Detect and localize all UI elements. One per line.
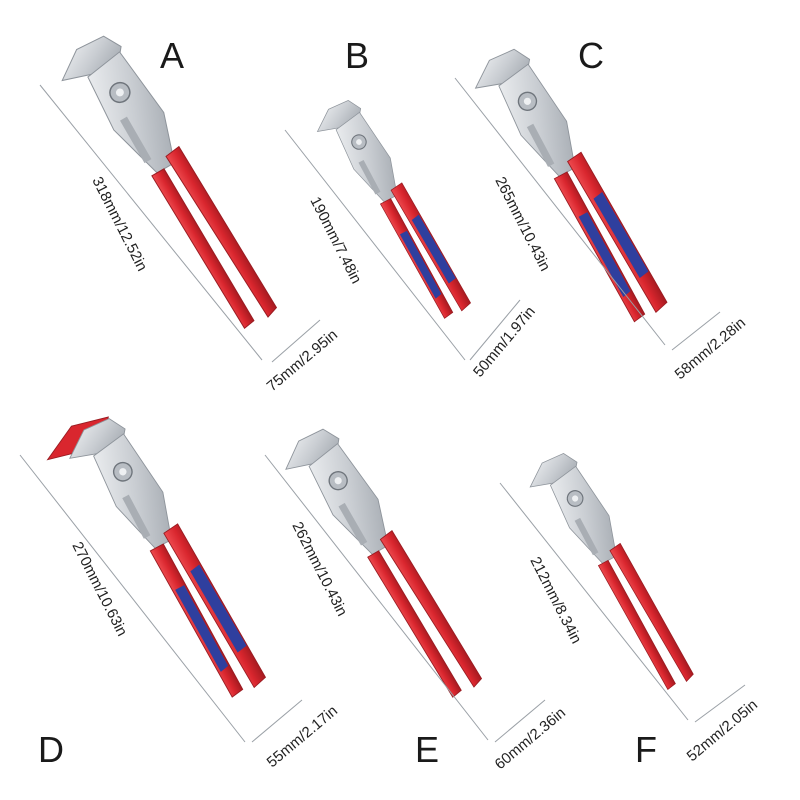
label-c: C bbox=[578, 35, 604, 76]
length-line-d bbox=[19, 454, 246, 743]
label-b: B bbox=[345, 35, 370, 76]
length-label-c: 265mm/10.43in bbox=[491, 174, 553, 274]
label-a: A bbox=[160, 35, 185, 76]
width-line-b bbox=[469, 299, 521, 361]
length-label-a: 318mm/12.52in bbox=[88, 174, 150, 274]
length-line-a bbox=[39, 84, 263, 361]
label-e: E bbox=[415, 729, 440, 770]
length-label-d: 270mm/10.63in bbox=[68, 539, 130, 639]
length-line-e bbox=[264, 454, 489, 741]
width-label-e: 60mm/2.36in bbox=[492, 704, 569, 773]
width-label-f: 52mm/2.05in bbox=[684, 696, 761, 765]
width-label-d: 55mm/2.17in bbox=[264, 702, 341, 771]
label-f: F bbox=[635, 729, 657, 770]
length-line-c bbox=[454, 77, 666, 346]
width-line-c bbox=[671, 311, 721, 351]
length-line-f bbox=[499, 482, 689, 721]
length-label-e: 262mm/10.43in bbox=[288, 519, 350, 619]
width-label-a: 75mm/2.95in bbox=[264, 326, 341, 395]
width-line-f bbox=[694, 684, 746, 723]
length-label-b: 190mm/7.48in bbox=[306, 194, 364, 286]
width-label-c: 58mm/2.28in bbox=[672, 314, 749, 383]
length-line-b bbox=[284, 129, 466, 361]
width-line-a bbox=[271, 319, 321, 363]
plier-d bbox=[46, 408, 268, 715]
plier-e bbox=[276, 420, 484, 715]
label-d: D bbox=[38, 729, 64, 770]
width-label-b: 50mm/1.97in bbox=[470, 303, 539, 380]
width-line-d bbox=[251, 699, 303, 743]
length-label-f: 212mm/8.34in bbox=[526, 554, 584, 646]
plier-b bbox=[310, 92, 473, 332]
width-line-e bbox=[494, 699, 546, 743]
